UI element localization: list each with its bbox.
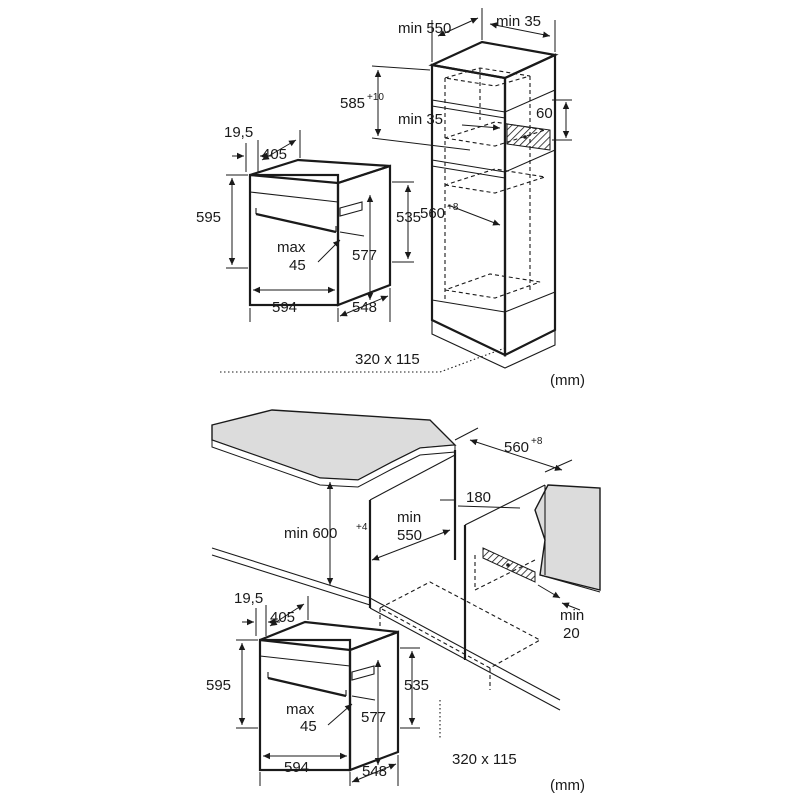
label-bottom-oven-19-5: 19,5 [234, 590, 263, 607]
label-bottom-oven-595: 595 [206, 677, 231, 694]
label-bottom-oven-max: max [286, 701, 315, 718]
label-gap-min: min [560, 607, 584, 624]
top-cabinet-dimensions [220, 8, 572, 373]
label-unit-top: (mm) [550, 372, 585, 389]
label-inner-560-tolerance: +8 [447, 202, 459, 213]
label-unit-bottom: (mm) [550, 777, 585, 794]
bottom-oven-dimensions [236, 596, 420, 786]
label-min-35-side: min 35 [496, 13, 541, 30]
label-bottom-550: 550 [397, 527, 422, 544]
bottom-cabinet-dimensions [326, 427, 581, 740]
label-top-oven-45: 45 [289, 257, 306, 274]
label-height-585: 585 [340, 95, 365, 112]
label-bottom-oven-577: 577 [361, 709, 386, 726]
top-tall-cabinet [428, 40, 559, 369]
label-min-600-tolerance: +4 [356, 522, 368, 533]
label-top-oven-max: max [277, 239, 306, 256]
label-bottom-inner-560: 560 [504, 439, 529, 456]
label-vent-60: 60 [536, 105, 553, 122]
label-min-600: min 600 [284, 525, 337, 542]
label-top-oven-405: 405 [262, 146, 287, 163]
label-bottom-oven-45: 45 [300, 718, 317, 735]
top-oven-dimensions [226, 130, 414, 322]
label-top-oven-535: 535 [396, 209, 421, 226]
label-top-oven-595: 595 [196, 209, 221, 226]
label-bottom-min: min [397, 509, 421, 526]
label-height-585-tolerance: +10 [367, 92, 384, 103]
bottom-cabinet [211, 450, 561, 711]
label-cutout-bottom: 320 x 115 [452, 751, 517, 768]
label-bottom-inner-560-tolerance: +8 [531, 436, 543, 447]
label-min-35-depth: min 35 [398, 111, 443, 128]
label-top-oven-19-5: 19,5 [224, 124, 253, 141]
label-gap-20: 20 [563, 625, 580, 642]
bottom-worktop [211, 409, 601, 593]
label-cutout-top: 320 x 115 [355, 351, 420, 368]
label-top-oven-577: 577 [352, 247, 377, 264]
top-oven [248, 158, 392, 307]
label-min-550: min 550 [398, 20, 451, 37]
label-vent-180: 180 [466, 489, 491, 506]
label-top-oven-548: 548 [352, 299, 377, 316]
label-top-oven-594: 594 [272, 299, 297, 316]
label-bottom-oven-548: 548 [362, 763, 387, 780]
label-bottom-oven-535: 535 [404, 677, 429, 694]
label-bottom-oven-594: 594 [284, 759, 309, 776]
bottom-oven [258, 620, 400, 772]
label-bottom-oven-405: 405 [270, 609, 295, 626]
label-inner-560: 560 [420, 205, 445, 222]
